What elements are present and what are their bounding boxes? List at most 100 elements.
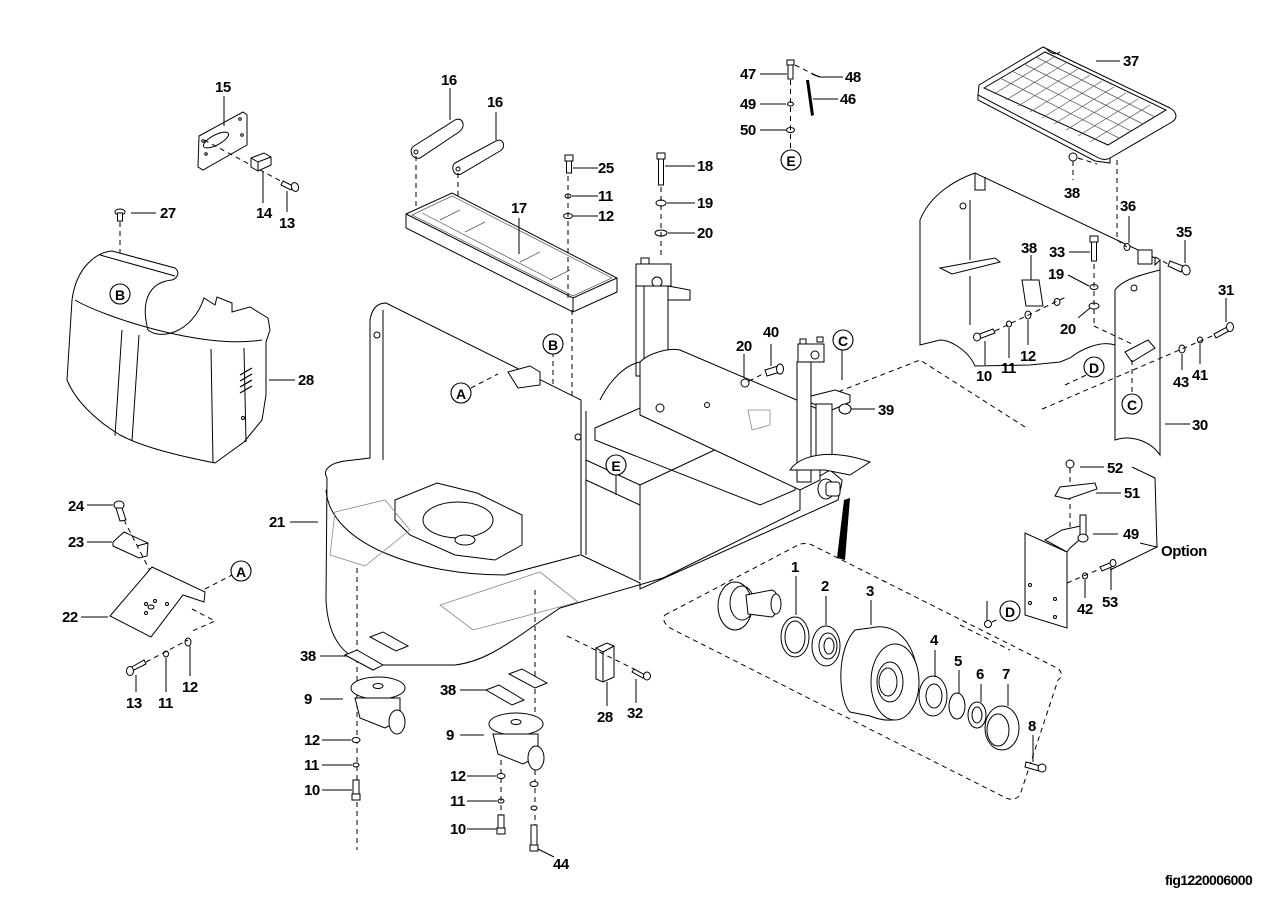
dash-option-lower: [959, 624, 1011, 651]
ref-marker-c-pillar: C: [832, 329, 854, 351]
dash-frame-connector: [829, 359, 1026, 428]
callout-46: 48: [845, 69, 861, 86]
callout-20-right: 20: [1060, 321, 1076, 338]
callout-35: 37: [1123, 53, 1139, 70]
ref-marker-e-frame: E: [605, 454, 627, 476]
part-shim-38-left: [343, 631, 410, 671]
callout-39: 39: [878, 402, 894, 419]
callout-12-caster-left: 12: [304, 732, 320, 749]
dash-24-to-22: [123, 519, 168, 605]
callout-36: 38: [1064, 185, 1080, 202]
callout-11-top: 11: [598, 188, 613, 205]
part-bolt-40: [740, 363, 784, 388]
part-caster-left: [350, 676, 406, 735]
callout-6: 6: [976, 666, 984, 683]
part-cover: [66, 250, 271, 464]
part-roller-left: [410, 118, 464, 218]
part-plate-22: [109, 566, 206, 638]
callout-20-pillar: 20: [736, 338, 752, 355]
part-nut-53: [984, 617, 1001, 628]
part-bearing-2: [811, 625, 841, 667]
callout-9-left: 9: [304, 691, 312, 708]
dash-22-washers: [189, 608, 217, 633]
ref-marker-c-panel: C: [1121, 393, 1143, 415]
part-label-plate: [1021, 279, 1044, 307]
callout-41-right: 41: [1192, 367, 1208, 384]
callout-48: 50: [740, 122, 756, 139]
callout-52: 53: [1102, 594, 1118, 611]
svg-text:B: B: [548, 337, 558, 353]
callout-47: 49: [740, 96, 756, 113]
part-screw-31-right: [1039, 322, 1234, 411]
callout-38-right: 38: [440, 682, 456, 699]
callout-24: 24: [68, 498, 85, 515]
callout-3: 3: [866, 583, 874, 600]
svg-text:E: E: [611, 458, 620, 474]
callout-10-caster-left: 10: [304, 782, 320, 799]
callout-50: 51: [1124, 485, 1140, 502]
part-strap-44: [806, 80, 814, 116]
part-mounting-plate: [197, 111, 291, 187]
callout-31-bottom: 32: [627, 705, 643, 722]
callout-12-top: 12: [598, 208, 614, 225]
callout-12-right: 12: [1020, 348, 1036, 365]
callout-31-right: 31: [1218, 282, 1234, 299]
part-ring-5: [948, 692, 966, 720]
part-bolt-25: [563, 154, 574, 410]
part-fasteners-left: [351, 737, 361, 801]
part-screw-24: [113, 500, 127, 522]
ref-marker-d-panel: D: [1083, 356, 1105, 378]
callout-45: 47: [740, 66, 756, 83]
callout-22: 22: [62, 609, 78, 626]
part-fasteners-right: [496, 760, 539, 852]
part-clip-23: [112, 531, 149, 559]
callout-12-left: 12: [182, 679, 198, 696]
callout-11-caster-left: 11: [304, 757, 319, 774]
part-side-panel: [919, 172, 1161, 457]
callout-32: 33: [1049, 244, 1065, 261]
ref-marker-a-wall: A: [450, 382, 472, 404]
callout-13-top: 13: [279, 215, 295, 232]
svg-text:D: D: [1089, 360, 1099, 376]
callout-2: 2: [821, 578, 829, 595]
part-caster-right: [488, 712, 545, 771]
ref-marker-b-cover: B: [109, 283, 131, 305]
part-bolt-45: [786, 59, 795, 150]
part-bolt-32: [1088, 235, 1133, 345]
callout-38-left: 38: [300, 648, 316, 665]
ref-marker-a-bracket: A: [230, 560, 252, 582]
callout-16-right: 16: [487, 94, 503, 111]
part-bolt-52: [1066, 559, 1117, 584]
part-wheel-3: [840, 626, 920, 721]
callout-16-left: 16: [441, 72, 457, 89]
callout-1: 1: [791, 559, 799, 576]
part-bolt-8: [1024, 761, 1047, 773]
part-knob-51: [1065, 459, 1075, 535]
figure-id: fig1220006000: [1165, 872, 1253, 888]
ref-marker-d-option: D: [999, 600, 1021, 622]
callout-13-left: 13: [126, 695, 142, 712]
callout-17: 17: [511, 200, 527, 217]
callout-33: 35: [1176, 224, 1192, 241]
callout-43: 44: [553, 856, 570, 873]
part-bolt-18: [654, 152, 668, 258]
svg-text:E: E: [786, 153, 795, 169]
part-nut-36: [1068, 152, 1098, 180]
part-grid-tray: [977, 46, 1177, 164]
callout-4: 4: [930, 632, 939, 649]
part-screw-33: [1116, 239, 1191, 276]
callout-21: 21: [269, 514, 285, 531]
callout-20-top: 20: [697, 225, 713, 242]
callout-42: 43: [1173, 374, 1189, 391]
part-bolt-10-right: [973, 295, 1069, 342]
callout-37: 38: [1021, 240, 1037, 257]
callouts: 15 14 13 27 28 16 16 17 25 11 12 18: [62, 53, 1234, 873]
callout-19-right: 19: [1048, 266, 1064, 283]
callout-8: 8: [1028, 718, 1036, 735]
svg-text:C: C: [1127, 397, 1137, 413]
svg-text:B: B: [115, 287, 125, 303]
part-main-frame: [325, 302, 872, 666]
callout-49: 49: [1123, 526, 1139, 543]
callout-11-caster-right: 11: [450, 793, 465, 810]
